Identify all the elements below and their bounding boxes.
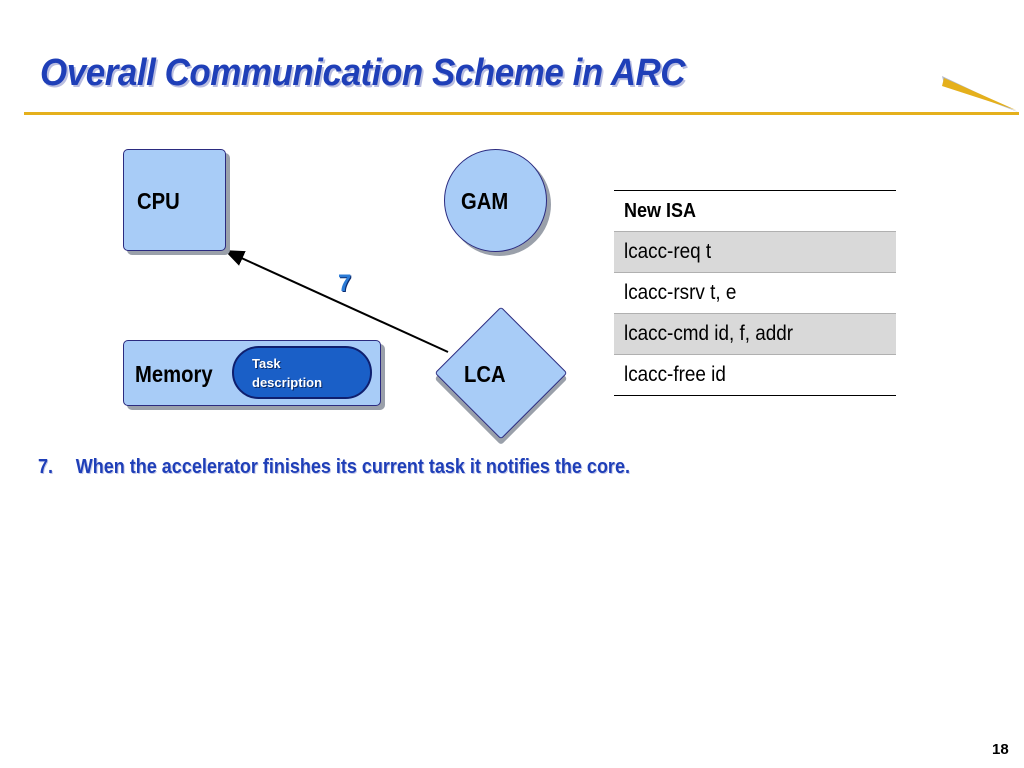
step-description: 7. When the accelerator finishes its curr… (38, 456, 630, 479)
arrow-step-label: 7 (338, 270, 352, 297)
lca-label: LCA (464, 361, 506, 387)
isa-instruction: lcacc-req t (624, 240, 712, 263)
gam-label: GAM (461, 188, 509, 214)
cpu-label: CPU (137, 188, 180, 214)
corner-arrow-decoration (942, 76, 1018, 112)
isa-instruction: lcacc-rsrv t, e (624, 281, 737, 304)
memory-label: Memory (135, 361, 213, 387)
isa-instruction: lcacc-free id (624, 363, 726, 386)
page-number: 18 (992, 741, 1009, 758)
isa-instruction: lcacc-cmd id, f, addr (624, 322, 794, 345)
isa-table-row: lcacc-free id (614, 354, 896, 396)
title-underline (24, 112, 1019, 115)
isa-table-row: lcacc-req t (614, 231, 896, 273)
gam-node (444, 149, 547, 252)
isa-table: New ISA lcacc-req t lcacc-rsrv t, e lcac… (614, 190, 896, 396)
cpu-node (123, 149, 226, 251)
slide-title: Overall Communication Scheme in ARC (40, 52, 686, 94)
isa-table-header-row: New ISA (614, 191, 896, 232)
step-number: 7. (38, 456, 54, 478)
step-text: When the accelerator finishes its curren… (75, 456, 630, 478)
isa-table-row: lcacc-cmd id, f, addr (614, 313, 896, 355)
isa-table-row: lcacc-rsrv t, e (614, 272, 896, 314)
arrow-line (224, 250, 449, 353)
task-description-label: Task description (252, 356, 323, 390)
isa-table-header: New ISA (624, 199, 697, 222)
task-description-pill (232, 346, 372, 399)
